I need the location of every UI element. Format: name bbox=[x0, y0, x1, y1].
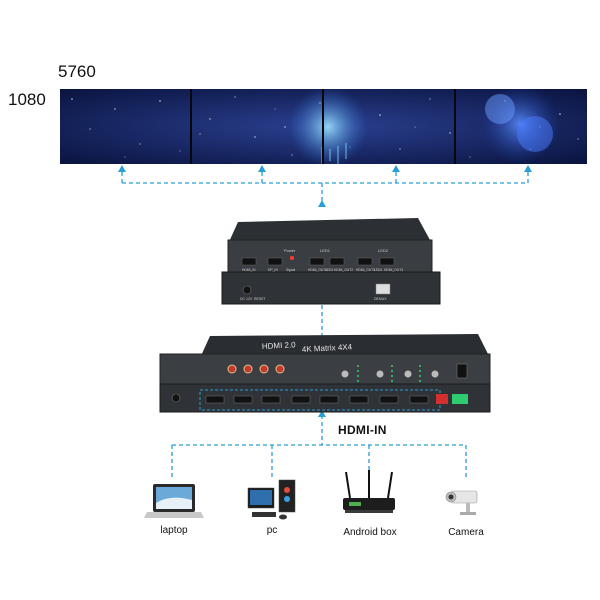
receiver-port-label: Signal bbox=[286, 268, 295, 272]
laptop-icon bbox=[144, 484, 204, 518]
receiver-port-label: HDMI_IN bbox=[242, 268, 256, 272]
receiver-top-label: LED1 bbox=[320, 248, 331, 253]
dc-power-jack bbox=[242, 285, 252, 295]
source-label-laptop: laptop bbox=[160, 525, 188, 536]
wall-bezel bbox=[322, 89, 324, 164]
receiver-rear-label: DC 12V bbox=[240, 297, 253, 301]
rca-port bbox=[227, 364, 285, 374]
wall-connectors bbox=[121, 170, 529, 477]
receiver-port-label: LED4 bbox=[374, 268, 382, 272]
terminal-block bbox=[452, 394, 468, 404]
video-wall bbox=[60, 89, 587, 164]
hdmi-port bbox=[241, 257, 395, 266]
hdmi-in-label: HDMI-IN bbox=[338, 423, 387, 437]
receiver-port-label: LED3 bbox=[325, 268, 333, 272]
dip-switch bbox=[436, 394, 448, 404]
source-label-pc: pc bbox=[266, 525, 278, 536]
receiver-rear-label: RESET bbox=[254, 297, 267, 301]
front-knob bbox=[341, 370, 439, 378]
receiver-top-label: LED2 bbox=[378, 248, 389, 253]
source-label-camera: Camera bbox=[448, 527, 484, 538]
hdmi-matrix-switcher: HDMI 2.0 4K Matrix 4X4 bbox=[159, 334, 491, 413]
dc-power-jack bbox=[171, 393, 181, 403]
receiver-port-label: HDMI_OUT2 bbox=[334, 268, 353, 272]
source-label-android-box: Android box bbox=[343, 527, 397, 538]
status-led bbox=[357, 365, 421, 382]
wall-bezel bbox=[454, 89, 456, 164]
hdmi-port bbox=[205, 395, 429, 404]
wall-bezel bbox=[190, 89, 192, 164]
android-box-icon bbox=[343, 470, 395, 513]
receiver-top-label: Power bbox=[284, 248, 296, 253]
power-switch bbox=[456, 363, 468, 379]
pc-icon bbox=[247, 479, 296, 520]
matrix-title: HDMI 2.0 bbox=[262, 340, 297, 351]
stars bbox=[71, 96, 579, 158]
width-label: 5760 bbox=[58, 62, 96, 81]
receiver-port-label: HDMI_OUT3 bbox=[356, 268, 375, 272]
height-label: 1080 bbox=[8, 90, 46, 109]
camera-icon bbox=[445, 490, 478, 515]
receiver-port-label: HDMI_OUT4 bbox=[384, 268, 403, 272]
receiver-port-label: HDMI_OUT1 bbox=[308, 268, 327, 272]
receiver-rear-label: DEMUX bbox=[374, 297, 387, 301]
receiver-port-label: DP_IN bbox=[268, 268, 278, 272]
demux-receiver: Power LED1 LED2 HDMI_IN DP_IN Signal HDM… bbox=[221, 218, 441, 305]
ethernet-port bbox=[375, 283, 391, 295]
matrix-subtitle: 4K Matrix 4X4 bbox=[302, 342, 353, 354]
